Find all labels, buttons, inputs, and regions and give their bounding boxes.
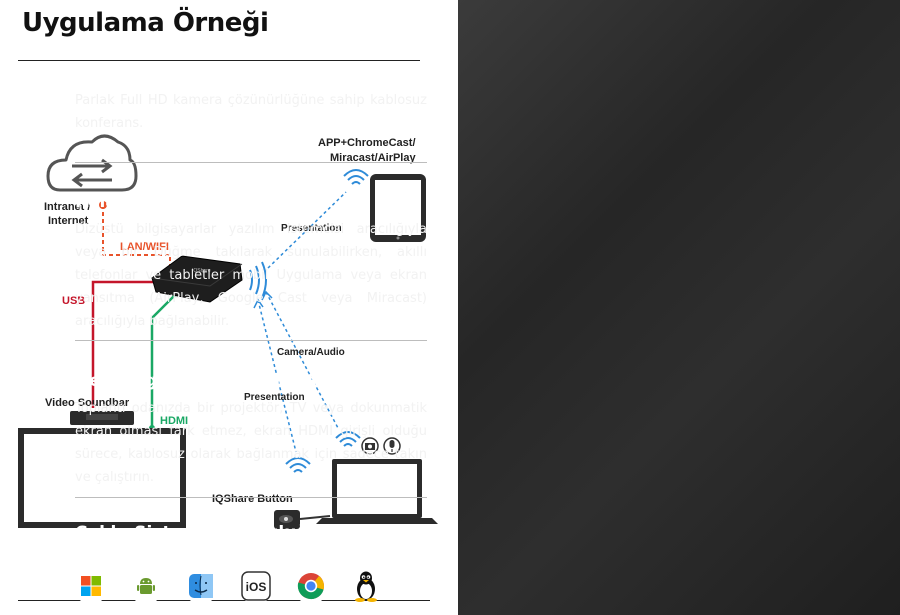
ios-text: iOS [246,580,267,594]
section-screen-sharing: Kolay Ekran Paylaşımı Dizüstü bilgisayar… [75,192,427,333]
base-unit-device: IQShare [151,255,243,303]
os-icon-row: iOS [73,568,384,604]
video-soundbar-device [70,411,134,425]
presentation-label-top: Presentation [281,223,342,234]
presentation-arrow [253,298,264,309]
microphone-icon [383,437,401,455]
app-label-line2: Miracast/AirPlay [330,152,416,164]
chrome-icon [293,568,329,604]
section-heading: Kolay Ekran Paylaşımı [75,192,285,212]
application-diagram: Intranet / Internet LAN/WIFI USB HDMI IQ… [18,134,438,529]
section-any-display: Herhangi Bir Sunum Ekranı Toplantı odanı… [75,371,427,489]
cloud-label-line2: Internet [48,215,89,227]
section-divider [75,162,427,163]
cloud-icon [46,134,138,192]
page-title: Uygulama Örneği [22,8,269,38]
usb-cable [91,280,160,408]
section-bring-your-own: Kendi Toplantınızı Getirin Parlak Full H… [75,63,427,135]
section-body: Toplantı odanızda bir projektör, TV veya… [75,401,427,485]
lan-cable [102,205,171,268]
soundbar-label: Video Soundbar [45,397,130,409]
section-body: Dizüstü bilgisayarlar yazılım istemcisi … [75,222,427,329]
button-cable [299,515,331,520]
presentation-link-tablet [267,191,347,269]
wireless-signal-icon [249,261,267,299]
usb-label: USB [62,295,85,307]
presentation-label-bottom: Presentation [244,392,305,403]
cloud-label-line1: Intranet / [44,201,90,213]
tablet-wifi-icon [343,169,369,185]
iqshare-button-device [274,510,300,529]
tablet-icon [370,174,426,242]
section-divider [75,340,427,341]
camera-audio-link [265,291,339,429]
presentation-link-button [257,299,297,453]
camera-audio-label: Camera/Audio [277,347,345,358]
left-panel: Uygulama Örneği Intranet / Internet LAN/… [18,8,438,601]
section-divider [75,497,427,498]
bottom-rule [18,600,430,601]
iqshare-label: IQShare Button [212,493,293,505]
macos-finder-icon [183,568,219,604]
app-label-line1: APP+ChromeCast/ [318,137,416,149]
lan-label: LAN/WIFI [120,241,169,253]
button-wifi-icon [285,457,311,473]
laptop-icon [316,459,438,524]
section-heading: Herhangi Bir Sunum Ekranı [75,371,335,391]
camera-audio-arrow [261,290,273,301]
camera-icon [361,437,379,455]
ios-icon: iOS [238,568,274,604]
title-rule [18,60,420,61]
compat-heading: Çoklu Sistem Uyumluluğu [75,523,321,543]
linux-tux-icon [348,568,384,604]
section-body: Parlak Full HD kamera çözünürlüğüne sahi… [75,93,427,131]
hdmi-label: HDMI [160,415,188,427]
android-icon [128,568,164,604]
features-panel [458,0,900,615]
svg-text:IQShare: IQShare [192,268,211,274]
windows-icon [73,568,109,604]
tv-display-icon [18,428,186,528]
hdmi-cable [150,291,179,428]
section-heading: Kendi Toplantınızı Getirin [75,63,318,83]
laptop-wifi-icon [335,431,361,447]
